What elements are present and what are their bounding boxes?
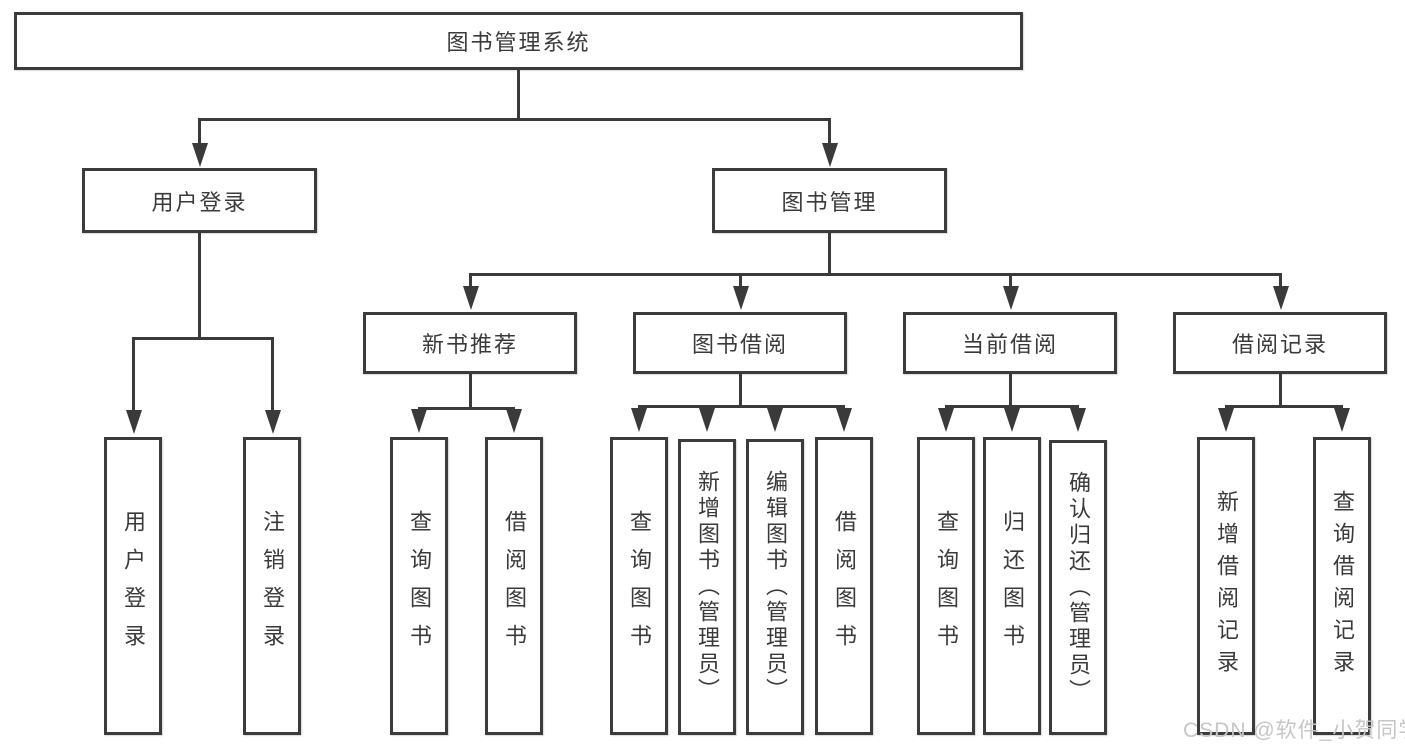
arrow-down-icon (1004, 408, 1020, 432)
connector-line (739, 273, 742, 288)
node-nb-query-books-label: 查询图书 (407, 510, 432, 662)
node-nb-borrow-books-label: 借阅图书 (502, 510, 527, 662)
node-current-borrowing-label: 当前借阅 (961, 332, 1058, 357)
node-bb-edit-books-label: 编辑图书（管理员） (763, 470, 788, 704)
arrow-down-icon (1334, 408, 1350, 432)
node-bb-query-books: 查询图书 (610, 437, 668, 735)
node-library-system: 图书管理系统 (14, 12, 1023, 70)
connector-line (132, 337, 274, 340)
node-br-add-record-label: 新增借阅记录 (1214, 490, 1239, 682)
node-br-query-record-label: 查询借阅记录 (1330, 490, 1355, 682)
node-bb-borrow-books-label: 借阅图书 (832, 510, 857, 662)
connector-line (1225, 405, 1343, 408)
arrow-down-icon (938, 408, 954, 432)
node-br-add-record: 新增借阅记录 (1197, 437, 1255, 735)
connector-line (1009, 273, 1012, 288)
arrow-down-icon (1003, 286, 1019, 310)
arrow-down-icon (631, 408, 647, 432)
connector-line (198, 118, 201, 146)
watermark: CSDN @软件_小贺同学 (1183, 719, 1405, 742)
node-cb-query-books: 查询图书 (917, 437, 975, 735)
arrow-down-icon (733, 286, 749, 310)
node-bb-add-books: 新增图书（管理员） (678, 439, 736, 735)
connector-line (1009, 374, 1012, 407)
node-leaf-logout-label: 注销登录 (260, 510, 285, 662)
connector-line (1279, 374, 1282, 407)
node-user-login-label: 用户登录 (151, 189, 248, 215)
node-bb-edit-books: 编辑图书（管理员） (746, 439, 804, 735)
connector-line (1279, 273, 1282, 288)
node-bb-borrow-books: 借阅图书 (815, 437, 873, 735)
connector-line (271, 337, 274, 412)
node-book-borrowing: 图书借阅 (633, 312, 847, 374)
node-cb-query-books-label: 查询图书 (934, 510, 959, 662)
node-user-login: 用户登录 (82, 168, 317, 233)
connector-line (418, 407, 515, 410)
node-cb-confirm-return: 确认归还（管理员） (1049, 440, 1107, 735)
node-current-borrowing: 当前借阅 (903, 312, 1117, 374)
node-leaf-user-login: 用户登录 (104, 437, 162, 735)
arrow-down-icon (836, 408, 852, 432)
connector-line (828, 118, 831, 146)
connector-line (198, 233, 201, 339)
node-bb-add-books-label: 新增图书（管理员） (695, 470, 720, 704)
node-cb-return-books: 归还图书 (983, 437, 1041, 735)
connector-line (469, 273, 1282, 276)
node-nb-query-books: 查询图书 (390, 437, 448, 735)
node-nb-borrow-books: 借阅图书 (485, 437, 543, 735)
arrow-down-icon (699, 408, 715, 432)
node-cb-confirm-return-label: 确认归还（管理员） (1066, 470, 1091, 705)
connector-line (132, 337, 135, 412)
node-br-query-record: 查询借阅记录 (1313, 437, 1371, 735)
arrow-down-icon (506, 409, 522, 433)
node-bb-query-books-label: 查询图书 (627, 510, 652, 662)
node-cb-return-books-label: 归还图书 (1000, 510, 1025, 662)
arrow-down-icon (822, 143, 838, 167)
node-borrowing-records: 借阅记录 (1173, 312, 1387, 374)
node-book-management-label: 图书管理 (781, 189, 878, 215)
connector-line (828, 233, 831, 273)
connector-line (198, 118, 831, 121)
arrow-down-icon (411, 409, 427, 433)
node-new-book-recommend-label: 新书推荐 (421, 332, 518, 357)
connector-line (517, 70, 520, 118)
connector-line (638, 405, 845, 408)
arrow-down-icon (767, 408, 783, 432)
node-leaf-logout: 注销登录 (243, 437, 301, 735)
node-book-borrowing-label: 图书借阅 (691, 332, 788, 357)
arrow-down-icon (265, 410, 281, 434)
node-book-management: 图书管理 (712, 168, 947, 233)
node-library-system-label: 图书管理系统 (446, 30, 591, 55)
arrow-down-icon (126, 410, 142, 434)
connector-line (945, 405, 1079, 408)
connector-line (469, 273, 472, 288)
node-leaf-user-login-label: 用户登录 (121, 510, 146, 662)
arrow-down-icon (1273, 286, 1289, 310)
arrow-down-icon (463, 286, 479, 310)
arrow-down-icon (1070, 408, 1086, 432)
arrow-down-icon (192, 143, 208, 167)
node-borrowing-records-label: 借阅记录 (1231, 332, 1328, 357)
connector-line (739, 374, 742, 407)
node-new-book-recommend: 新书推荐 (363, 312, 577, 374)
arrow-down-icon (1218, 408, 1234, 432)
connector-line (469, 374, 472, 409)
